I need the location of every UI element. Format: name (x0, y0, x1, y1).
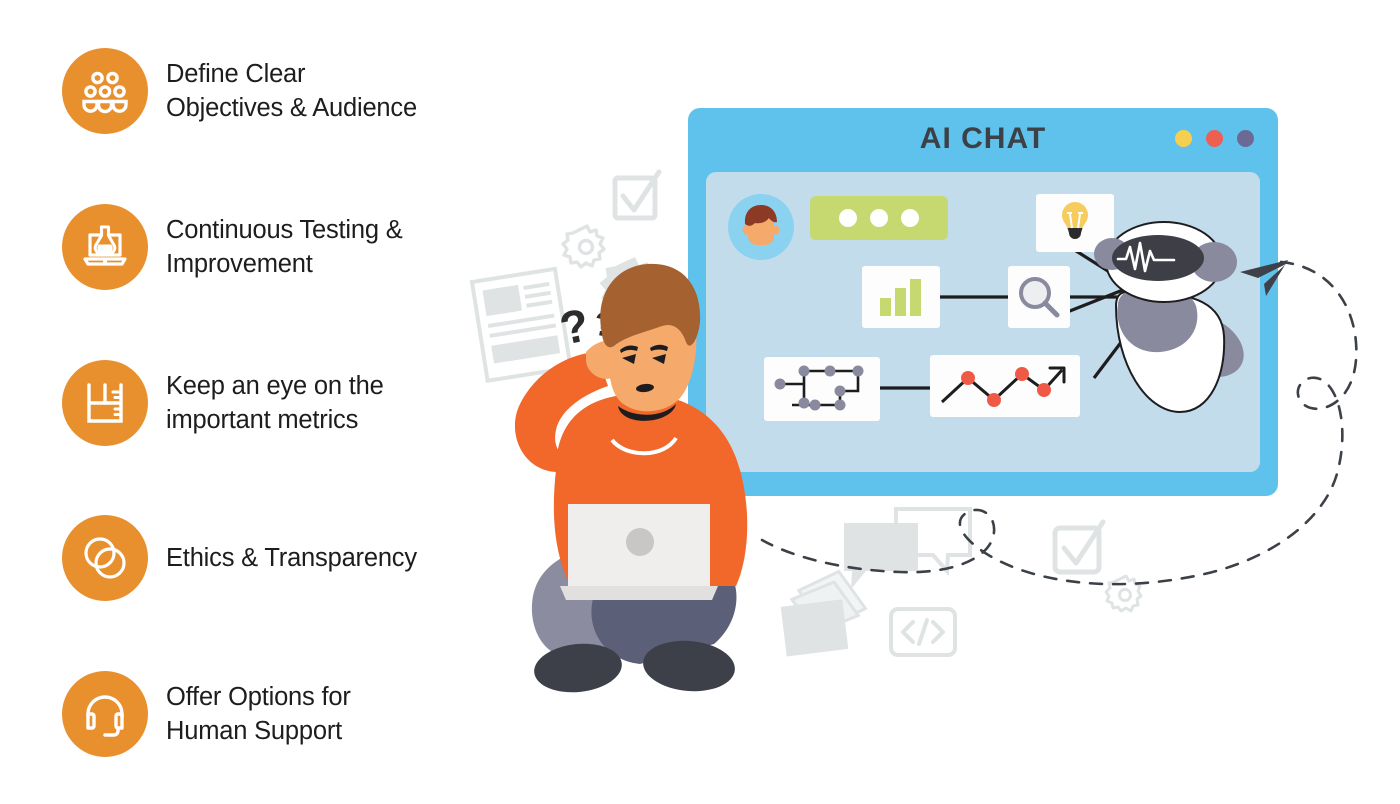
checkbox-check-icon-2 (1052, 519, 1106, 575)
checklist-item-label: Keep an eye on the important metrics (166, 372, 384, 434)
audience-icon (62, 48, 148, 134)
window-dot-red[interactable] (1206, 130, 1223, 147)
question-marks-icon: ? ? (555, 298, 617, 355)
checklist-item-label: Offer Options for Human Support (166, 683, 351, 745)
trend-card[interactable] (930, 355, 1080, 417)
svg-text:?: ? (591, 304, 618, 345)
magnifier-icon (1019, 277, 1060, 318)
window-dot-purple[interactable] (1237, 130, 1254, 147)
person-shoes (534, 640, 735, 693)
person-head (600, 263, 701, 456)
gear-large-icon (599, 257, 660, 317)
checklist-item-4[interactable]: Ethics & Transparency (62, 515, 417, 601)
analytics-card[interactable] (862, 266, 940, 328)
overlapping-circles-icon (62, 515, 148, 601)
window-dot-yellow[interactable] (1175, 130, 1192, 147)
folder-icon (780, 569, 868, 657)
laptop (560, 504, 718, 600)
gear-small-icon (561, 224, 606, 269)
checklist-item-label: Define Clear Objectives & Audience (166, 60, 417, 122)
window-title: AI CHAT (919, 122, 1047, 155)
checklist-item-label: Continuous Testing & Improvement (166, 216, 403, 278)
trend-line-up-icon (940, 366, 1066, 407)
chat-canvas (706, 172, 1260, 472)
checklist-item-2[interactable]: Continuous Testing & Improvement (62, 204, 403, 290)
speech-bubbles-icon (844, 507, 972, 589)
network-card[interactable] (764, 357, 880, 421)
code-brackets-icon (889, 607, 957, 657)
checkbox-check-icon (612, 169, 662, 221)
checklist-item-1[interactable]: Define Clear Objectives & Audience (62, 48, 417, 134)
window-controls[interactable] (1175, 130, 1254, 147)
laptop-flask-icon (62, 204, 148, 290)
beaker-gauge-icon (62, 360, 148, 446)
lightbulb-icon (1062, 202, 1088, 239)
gear-small-icon-2 (1104, 574, 1143, 613)
user-avatar-icon (728, 194, 794, 260)
checklist-item-label: Ethics & Transparency (166, 544, 417, 572)
search-card[interactable] (1008, 266, 1070, 328)
checklist: Define Clear Objectives & Audience Conti… (0, 0, 520, 804)
bar-chart-icon (880, 279, 921, 316)
checklist-item-3[interactable]: Keep an eye on the important metrics (62, 360, 384, 446)
typing-bubble (810, 196, 948, 240)
node-network-icon (774, 365, 864, 411)
headset-icon (62, 671, 148, 757)
window-titlebar: AI CHAT (688, 108, 1278, 170)
ai-chat-window[interactable]: AI CHAT (688, 108, 1278, 496)
svg-text:?: ? (555, 298, 593, 355)
idea-card[interactable] (1036, 194, 1114, 252)
checklist-item-5[interactable]: Offer Options for Human Support (62, 671, 351, 757)
person-legs (531, 544, 737, 664)
